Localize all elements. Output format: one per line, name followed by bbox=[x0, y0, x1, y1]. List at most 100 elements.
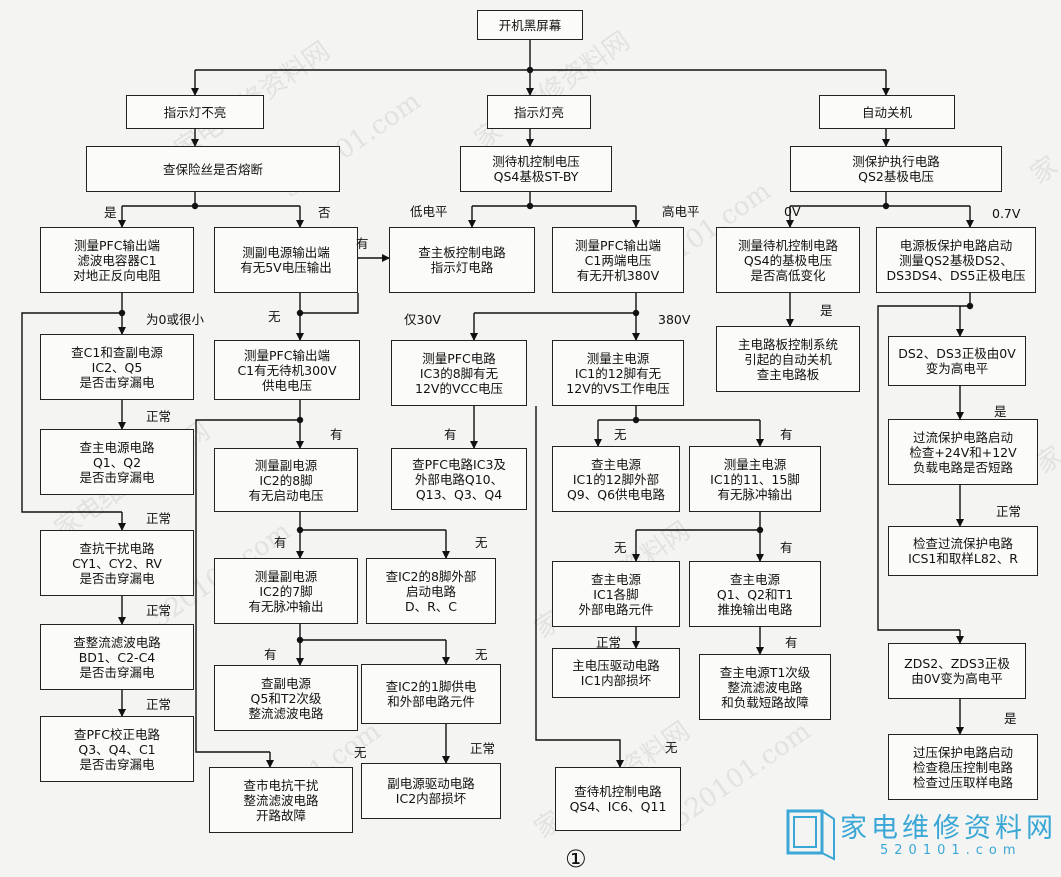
branch-label: 高电平 bbox=[662, 204, 700, 219]
branch-label: 正常 bbox=[146, 511, 172, 526]
node-l5: 查主电源电路 Q1、Q2 是否击穿漏电 bbox=[40, 429, 194, 495]
branch-label: 是 bbox=[1004, 711, 1017, 726]
junction-dot bbox=[966, 302, 974, 310]
node-r3b: 电源板保护电路启动 测量QS2基极DS2、 DS3DS4、DS5正极电压 bbox=[876, 227, 1036, 293]
branch-label: 有 bbox=[444, 427, 457, 442]
node-r8: 过压保护电路启动 检查稳压控制电路 检查过压取样电路 bbox=[888, 734, 1038, 800]
node-m8: 查待机控制电路 QS4、IC6、Q11 bbox=[555, 767, 681, 831]
node-l3b: 测副电源输出端 有无5V电压输出 bbox=[214, 227, 358, 293]
junction-dot bbox=[632, 416, 640, 424]
branch-label: 是 bbox=[820, 303, 833, 318]
node-r4b: DS2、DS3正极由0V 变为高电平 bbox=[888, 336, 1026, 386]
branch-label: 无 bbox=[475, 535, 488, 550]
junction-dot bbox=[526, 66, 534, 74]
site-logo-icon bbox=[786, 809, 835, 861]
branch-label: 0.7V bbox=[992, 206, 1021, 221]
branch-label: 0V bbox=[784, 204, 801, 219]
branch-label: 无 bbox=[614, 427, 627, 442]
node-l6: 查抗干扰电路 CY1、CY2、RV 是否击穿漏电 bbox=[40, 530, 194, 596]
branch-label: 正常 bbox=[146, 603, 172, 618]
node-l8c: 副电源驱动电路 IC2内部损坏 bbox=[361, 763, 501, 819]
junction-dot bbox=[526, 202, 534, 210]
branch-label: 仅30V bbox=[404, 312, 441, 327]
branch-label: 无 bbox=[475, 647, 488, 662]
node-m6a: 查主电源 IC1各脚 外部电路元件 bbox=[552, 561, 680, 627]
junction-dot bbox=[296, 416, 304, 424]
branch-label: 正常 bbox=[146, 409, 172, 424]
node-start: 开机黑屏幕 bbox=[477, 10, 583, 40]
branch-label: 无 bbox=[354, 745, 367, 760]
junction-dot bbox=[882, 202, 890, 210]
junction-dot bbox=[118, 309, 126, 317]
branch-label: 无 bbox=[268, 309, 281, 324]
junction-dot bbox=[756, 526, 764, 534]
node-l8b: 查市电抗干扰 整流滤波电路 开路故障 bbox=[209, 767, 353, 833]
node-l6b: 测量副电源 IC2的7脚 有无脉冲输出 bbox=[214, 558, 358, 624]
node-l7c: 查IC2的1脚供电 和外部电路元件 bbox=[361, 664, 501, 724]
node-r1: 自动关机 bbox=[819, 95, 955, 129]
connector-line bbox=[195, 419, 300, 753]
node-l7: 查整流滤波电路 BD1、C2-C4 是否击穿漏电 bbox=[40, 624, 194, 690]
node-m6b: 查主电源 Q1、Q2和T1 推挽输出电路 bbox=[689, 561, 821, 627]
node-l4a: 查C1和查副电源 IC2、Q5 是否击穿漏电 bbox=[40, 334, 194, 400]
page-number: ① bbox=[565, 845, 587, 873]
branch-label: 380V bbox=[658, 312, 691, 327]
branch-label: 有 bbox=[330, 427, 343, 442]
branch-label: 正常 bbox=[146, 697, 172, 712]
node-r6: 检查过流保护电路 ICS1和取样L82、R bbox=[888, 526, 1038, 576]
node-r5: 过流保护电路启动 检查+24V和+12V 负载电路是否短路 bbox=[888, 419, 1038, 485]
branch-label: 有 bbox=[274, 535, 287, 550]
junction-dot bbox=[296, 636, 304, 644]
branch-label: 无 bbox=[665, 740, 678, 755]
logo-text: 家电维修资料网 bbox=[840, 813, 1057, 844]
branch-label: 正常 bbox=[996, 504, 1022, 519]
node-m7a: 主电压驱动电路 IC1内部损坏 bbox=[552, 648, 680, 698]
node-m3b: 测量PFC输出端 C1两端电压 有无开机380V bbox=[552, 227, 684, 293]
node-r4a: 主电路板控制系统 引起的自动关机 查主电路板 bbox=[716, 326, 860, 392]
branch-label: 正常 bbox=[596, 635, 622, 650]
junction-dot bbox=[296, 526, 304, 534]
node-l7b: 查副电源 Q5和T2次级 整流滤波电路 bbox=[214, 665, 358, 731]
connector-line bbox=[21, 312, 122, 513]
branch-label: 有 bbox=[264, 647, 277, 662]
branch-label: 有 bbox=[785, 635, 798, 650]
branch-label: 有 bbox=[780, 427, 793, 442]
node-l2: 查保险丝是否熔断 bbox=[86, 146, 340, 192]
node-l8: 查PFC校正电路 Q3、Q4、C1 是否击穿漏电 bbox=[40, 716, 194, 782]
branch-label: 是 bbox=[104, 205, 117, 220]
node-m2: 测待机控制电压 QS4基极ST-BY bbox=[460, 146, 612, 192]
node-m5c: 测量主电源 IC1的11、15脚 有无脉冲输出 bbox=[689, 446, 821, 512]
node-l4b: 测量PFC输出端 C1有无待机300V 供电电压 bbox=[214, 340, 360, 400]
node-m4a: 测量PFC电路 IC3的8脚有无 12V的VCC电压 bbox=[391, 340, 527, 406]
node-m7b: 查主电源T1次级 整流滤波电路 和负载短路故障 bbox=[699, 654, 831, 720]
node-m1: 指示灯亮 bbox=[487, 95, 591, 129]
junction-dot bbox=[632, 309, 640, 317]
node-m4b: 测量主电源 IC1的12脚有无 12V的VS工作电压 bbox=[552, 340, 684, 406]
branch-label: 正常 bbox=[470, 741, 496, 756]
branch-label: 有 bbox=[356, 236, 369, 251]
node-l1: 指示灯不亮 bbox=[126, 95, 264, 129]
node-l6c: 查IC2的8脚外部 启动电路 D、R、C bbox=[366, 558, 496, 624]
connector-line bbox=[535, 406, 624, 768]
branch-label: 低电平 bbox=[410, 204, 448, 219]
branch-label: 无 bbox=[614, 540, 627, 555]
connector-line bbox=[877, 305, 970, 631]
branch-label: 是 bbox=[994, 404, 1007, 419]
node-r7: ZDS2、ZDS3正极 由0V变为高电平 bbox=[888, 643, 1026, 699]
node-r2: 测保护执行电路 QS2基极电压 bbox=[790, 146, 1002, 192]
connector-line bbox=[300, 293, 359, 314]
node-m5a: 查PFC电路IC3及 外部电路Q10、 Q13、Q3、Q4 bbox=[391, 448, 527, 510]
branch-label: 为0或很小 bbox=[146, 312, 204, 327]
logo-subtext: 520101.com bbox=[880, 843, 1022, 858]
branch-label: 有 bbox=[780, 540, 793, 555]
node-m5b: 查主电源 IC1的12脚外部 Q9、Q6供电电路 bbox=[552, 446, 680, 512]
node-l5b: 测量副电源 IC2的8脚 有无启动电压 bbox=[214, 448, 358, 512]
node-r3a: 测量待机控制电路 QS4的基极电压 是否高低变化 bbox=[716, 227, 860, 293]
branch-label: 否 bbox=[318, 205, 331, 220]
node-m3a: 查主板控制电路 指示灯电路 bbox=[389, 227, 535, 293]
junction-dot bbox=[191, 202, 199, 210]
junction-dot bbox=[296, 309, 304, 317]
node-l3a: 测量PFC输出端 滤波电容器C1 对地正反向电阻 bbox=[40, 227, 194, 293]
